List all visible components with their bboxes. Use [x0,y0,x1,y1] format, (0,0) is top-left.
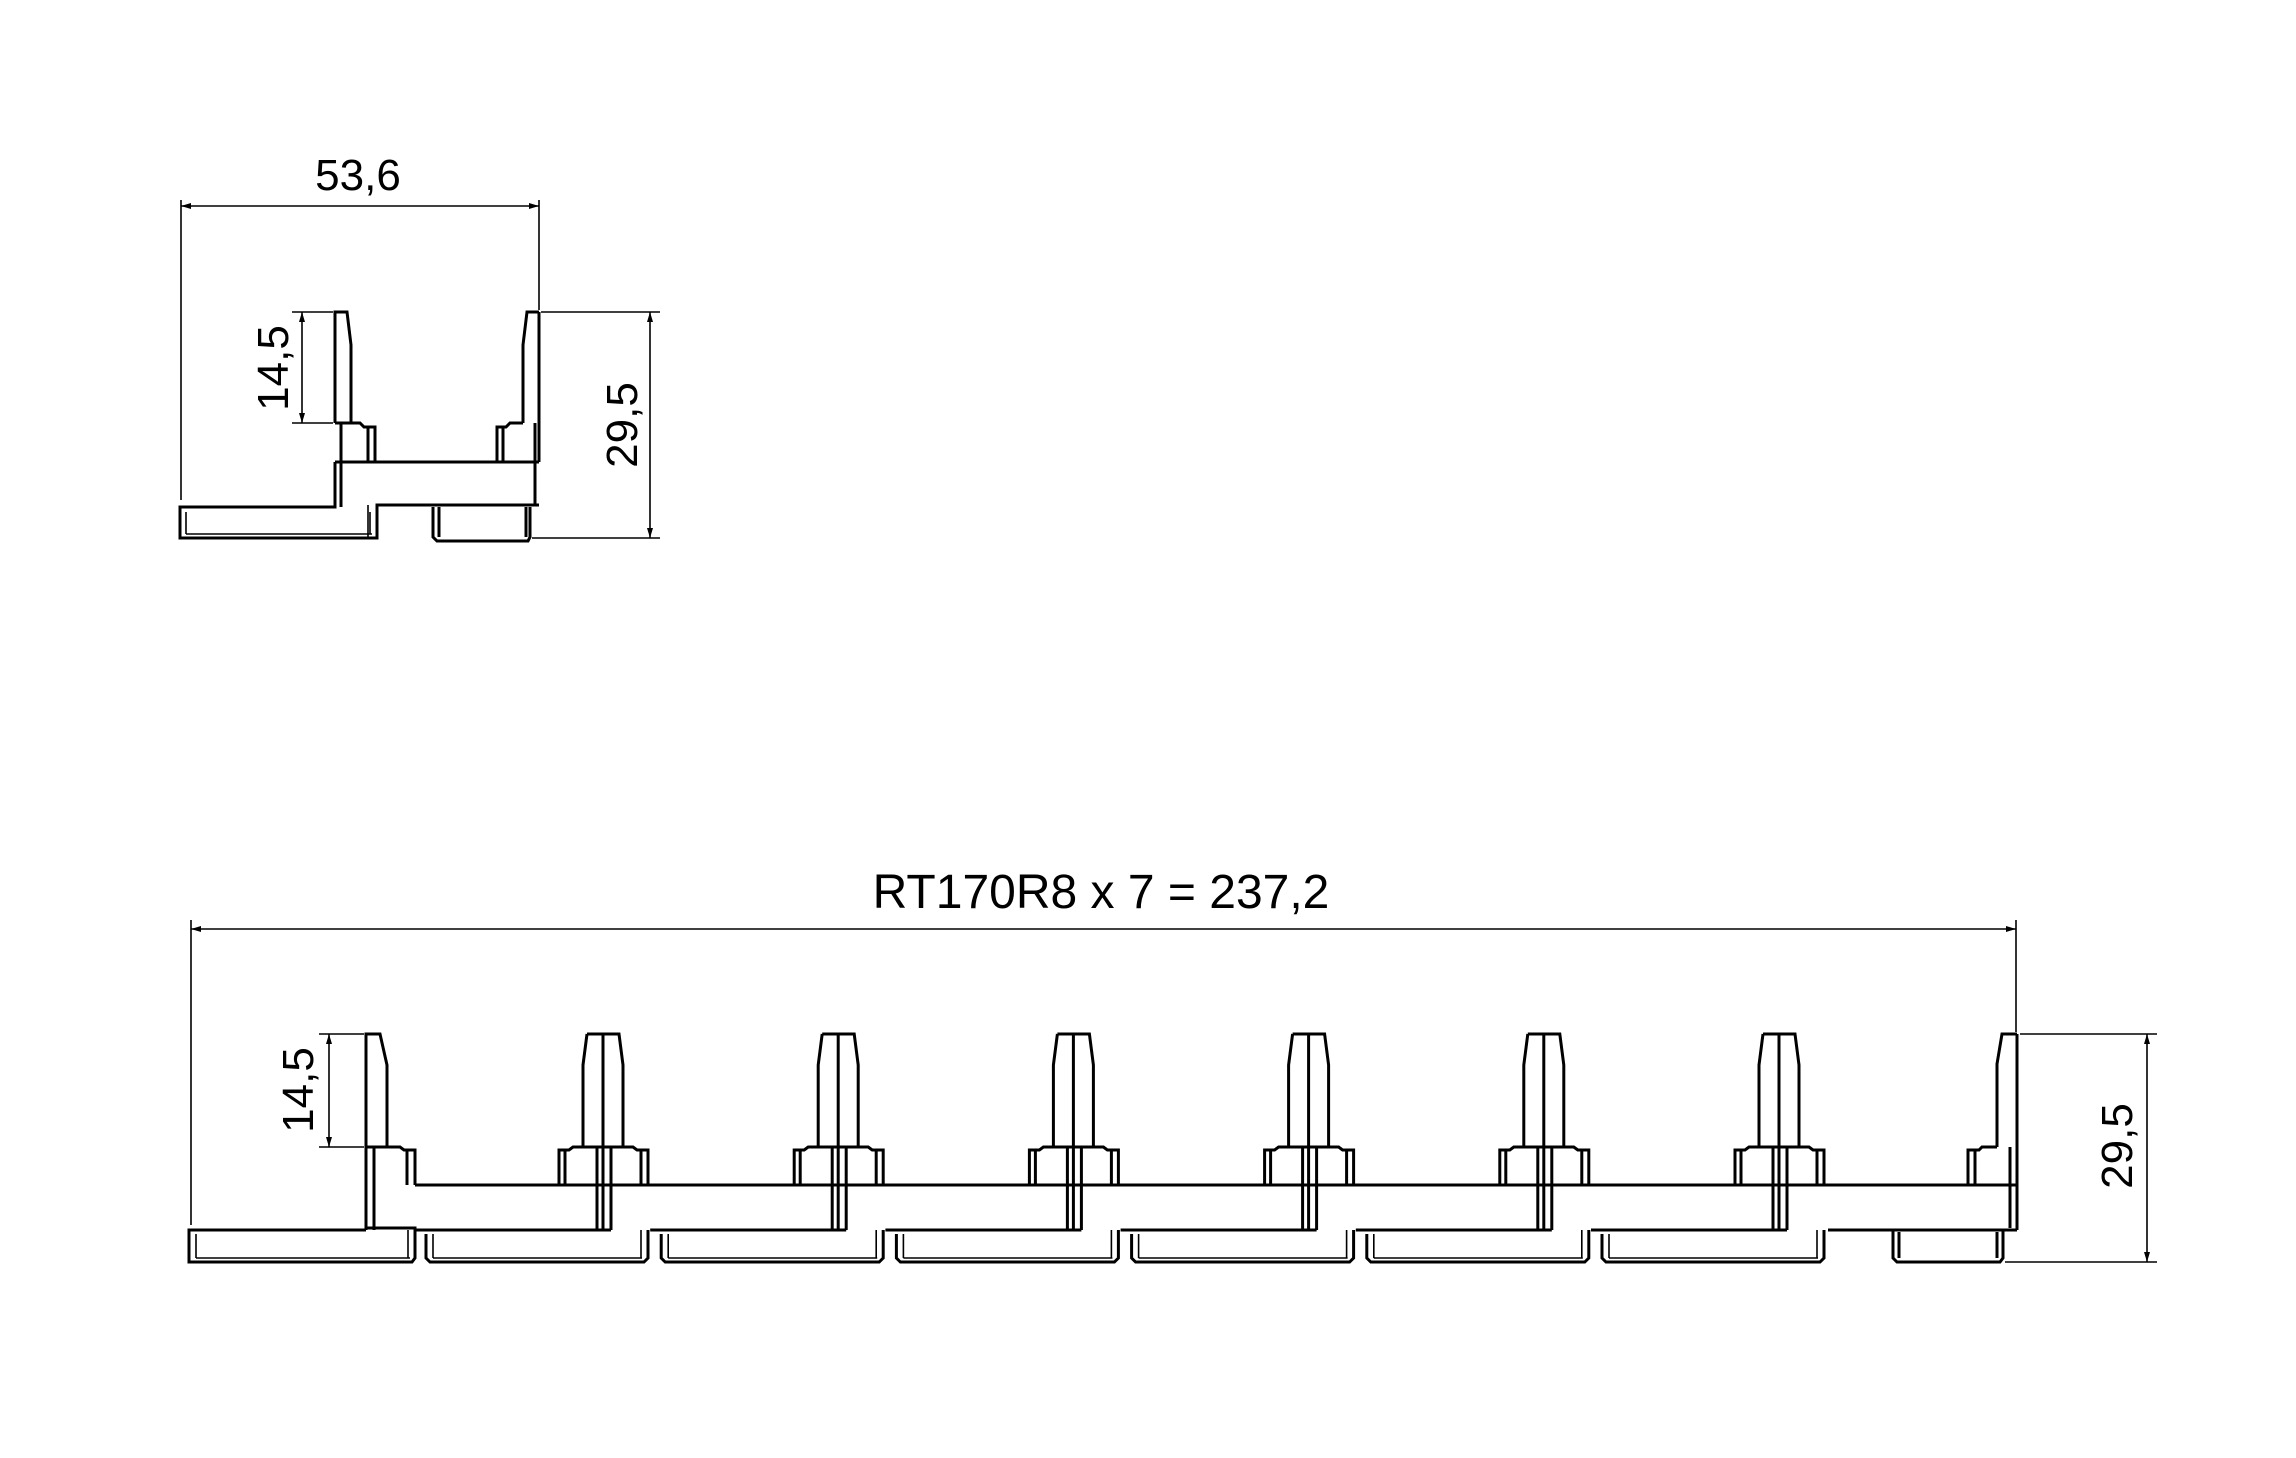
bar-0 [187,1226,417,1264]
bar-detail-2 [667,1230,878,1259]
bottom-foot [431,507,532,543]
total-height-dim-label: 29,5 [2093,1103,2142,1189]
width-dim-label: 53,6 [315,151,401,200]
upper-plate [415,1034,2019,1230]
right-end-block [1966,1145,2012,1228]
pin-block-5 [1498,1145,1591,1230]
left-end-pin [364,1032,389,1147]
pin-block-1 [557,1145,650,1230]
bar-2 [650,1228,885,1264]
assembly-part [187,1032,2019,1264]
pin-height-dimension: 14,5 [249,311,333,424]
pin-block-3 [1027,1145,1120,1230]
bar-detail-1 [432,1230,642,1259]
bar-5 [1355,1228,1591,1264]
width-dimension: 53,6 [180,151,540,500]
bar-4 [1120,1228,1356,1264]
pin-height-dim-label: 14,5 [249,325,298,411]
pin-4 [1287,1032,1331,1230]
length-dimension: RT170R8 x 7 = 237,2 [190,866,2017,1225]
length-dim-label: RT170R8 x 7 = 237,2 [873,866,1330,919]
right-block [495,421,537,505]
pin-2 [816,1032,860,1230]
left-foot-detail [185,505,372,538]
right-pin [521,310,541,462]
bar-1 [415,1228,650,1264]
bar-detail-3 [902,1230,1113,1259]
single-segment-view: 53,6 14,5 29,5 [178,151,660,543]
left-pin [333,310,353,423]
bar-6 [1591,1228,1826,1264]
pin-height-dimension: 14,5 [274,1033,364,1148]
pin-6 [1757,1032,1801,1230]
bar-detail-6 [1608,1230,1818,1259]
total-height-dimension: 29,5 [2005,1033,2157,1263]
pin-block-6 [1733,1145,1826,1230]
pin-5 [1522,1032,1566,1230]
pin-block-2 [792,1145,885,1230]
pin-height-dim-label: 14,5 [274,1047,323,1133]
assembly-view: RT170R8 x 7 = 237,2 14,5 29,5 [187,866,2157,1264]
pin-3 [1051,1032,1095,1230]
pin-1 [581,1032,625,1230]
single-segment-part [178,310,541,543]
pin-block-4 [1263,1145,1356,1230]
bar-detail-4 [1137,1230,1348,1259]
total-height-dim-label: 29,5 [598,382,647,468]
left-end-block [364,1145,417,1230]
bar-0-detail [195,1230,410,1259]
bar-3 [885,1228,1120,1264]
right-foot [1828,1228,2017,1264]
left-block [335,421,377,507]
bar-detail-5 [1373,1230,1583,1259]
total-height-dimension: 29,5 [532,311,660,539]
upper-plate [178,460,539,540]
right-end-pin [1995,1032,2017,1147]
